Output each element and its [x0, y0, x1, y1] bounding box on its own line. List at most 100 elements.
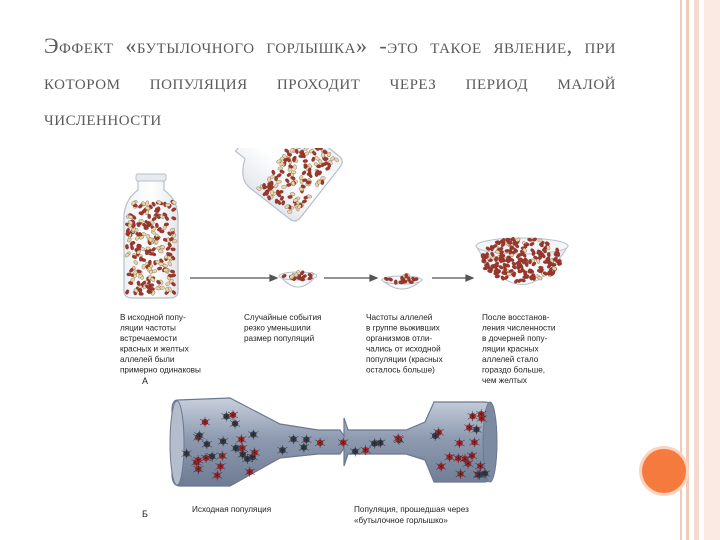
- bean: [540, 241, 545, 246]
- bean: [303, 146, 309, 151]
- organism-dot: [217, 436, 229, 447]
- bean: [129, 241, 135, 246]
- bean: [551, 266, 557, 271]
- bean: [131, 215, 137, 220]
- bean: [267, 195, 271, 201]
- bean: [159, 258, 164, 264]
- bean: [158, 262, 164, 266]
- bean: [279, 161, 284, 167]
- bean: [299, 175, 303, 180]
- bean: [172, 239, 178, 244]
- label-a: А: [142, 376, 148, 386]
- organism-dot: [288, 434, 299, 445]
- bean: [126, 272, 132, 277]
- bean: [171, 200, 177, 205]
- organism-dot: [212, 470, 223, 481]
- bottle-initial: [123, 173, 179, 299]
- bean: [306, 171, 312, 176]
- bean: [281, 274, 287, 278]
- organism-dot: [430, 430, 441, 441]
- bean: [301, 199, 307, 204]
- organism-dot: [474, 469, 485, 480]
- bean: [139, 235, 144, 240]
- organism-dot: [314, 437, 326, 448]
- bean: [151, 216, 157, 221]
- bean: [279, 195, 284, 201]
- bean: [394, 279, 398, 285]
- bean: [520, 278, 526, 283]
- caption-b-right-1: Популяция, прошедшая через: [354, 505, 469, 514]
- bean: [157, 227, 162, 232]
- bean: [131, 200, 136, 206]
- bean: [300, 270, 305, 276]
- organism-dot: [464, 422, 475, 433]
- bean: [164, 216, 169, 221]
- bean: [320, 176, 326, 180]
- bean: [270, 189, 274, 196]
- bean: [271, 169, 276, 175]
- bean: [133, 288, 139, 293]
- bean: [163, 268, 169, 272]
- organism-dot: [201, 439, 213, 450]
- organism-dot: [462, 458, 474, 469]
- bean: [276, 159, 282, 164]
- bean: [480, 253, 485, 259]
- bean: [138, 287, 142, 293]
- organism-dot: [249, 447, 260, 458]
- organism-dot: [338, 437, 349, 448]
- organism-dot: [215, 461, 226, 472]
- bean: [499, 258, 505, 263]
- bean: [132, 255, 137, 259]
- bean: [156, 280, 161, 285]
- organism-dot: [277, 445, 288, 456]
- organism-dot: [193, 464, 204, 475]
- decorative-orange-circle: [642, 449, 686, 493]
- bean: [129, 268, 134, 273]
- bean: [501, 238, 506, 244]
- bean: [133, 270, 138, 275]
- bean: [165, 203, 171, 207]
- bean: [513, 248, 518, 253]
- bean: [167, 273, 174, 278]
- bean: [125, 230, 130, 236]
- bean: [320, 162, 326, 167]
- bean: [320, 179, 325, 185]
- bean: [527, 268, 532, 274]
- bean: [494, 256, 498, 262]
- bean: [300, 184, 306, 189]
- bean: [523, 270, 528, 276]
- organism-dot: [435, 461, 447, 472]
- bean: [136, 222, 141, 228]
- bean: [170, 269, 176, 274]
- bean: [548, 261, 553, 266]
- bean: [297, 274, 302, 280]
- bean: [504, 249, 510, 253]
- bean: [495, 250, 501, 254]
- bean: [158, 249, 164, 254]
- bean: [165, 281, 171, 286]
- bean: [500, 242, 506, 248]
- bean: [277, 200, 282, 205]
- bean: [141, 280, 146, 286]
- bean: [544, 241, 550, 246]
- bottle-pouring: [234, 118, 343, 222]
- bean: [307, 163, 312, 169]
- bean: [413, 277, 419, 281]
- bean: [136, 269, 142, 274]
- slide-title: Эффект «бутылочного горлышка» -это такое…: [44, 33, 616, 130]
- bean: [489, 246, 494, 252]
- bean: [262, 183, 266, 189]
- organism-dot: [194, 430, 205, 441]
- bean: [306, 194, 312, 199]
- organism-dot: [192, 455, 204, 466]
- bean: [287, 195, 293, 199]
- organism-dot: [454, 438, 465, 449]
- bean: [494, 240, 500, 245]
- bean: [154, 213, 160, 217]
- organism-dot: [476, 409, 487, 420]
- bean: [508, 269, 514, 273]
- organism-dot: [244, 466, 255, 477]
- bean: [156, 200, 162, 205]
- organism-dot: [248, 429, 259, 440]
- bowl-recovered: [475, 237, 569, 285]
